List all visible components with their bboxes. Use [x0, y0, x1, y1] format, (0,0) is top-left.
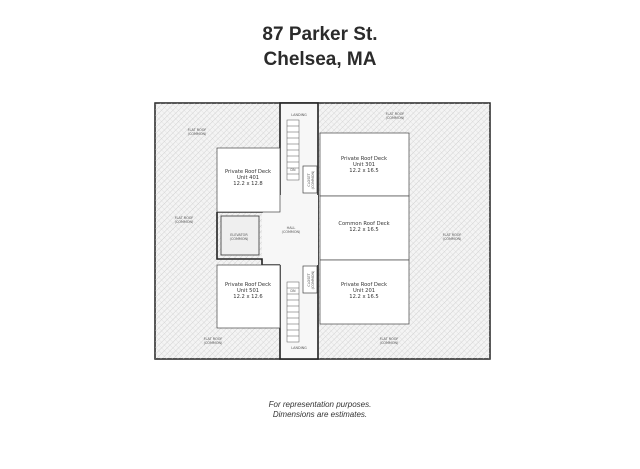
deck-unit301-dims: 12.2 x 16.5 [349, 168, 378, 174]
deck-unit501-dims: 12.2 x 12.6 [233, 294, 262, 300]
plan-label-line: FLAT ROOF [175, 216, 194, 220]
plan-label-line: CLOSET [307, 172, 311, 186]
deck-unit401-name: Private Roof Deck [225, 169, 271, 175]
dn-bottom-label: DN [290, 289, 296, 293]
elevator-label: ELEVATOR(COMMON) [230, 233, 249, 241]
plan-label-line: (COMMON) [188, 132, 207, 136]
deck-unit501 [216, 264, 281, 329]
closet-bottom [302, 265, 318, 294]
roof-label-ne: FLAT ROOF(COMMON) [386, 112, 405, 120]
stairs-bottom [286, 281, 300, 343]
plan-label-line: (COMMON) [443, 237, 462, 241]
plan-label-line: (COMMON) [386, 116, 405, 120]
landing-bottom-label: LANDING [291, 346, 307, 350]
roof-label-nw: FLAT ROOF(COMMON) [188, 128, 207, 136]
plan-label-line: FLAT ROOF [188, 128, 207, 132]
deck-unit201-dims: 12.2 x 16.5 [349, 294, 378, 300]
address-city: Chelsea, MA [263, 49, 377, 70]
disclaimer-line-2: Dimensions are estimates. [272, 410, 368, 419]
deck-common [319, 195, 410, 261]
closet-top-label: CLOSET(COMMON) [307, 170, 315, 189]
deck-unit301-name: Private Roof Deck [341, 156, 387, 162]
closet-bottom-label: CLOSET(COMMON) [307, 270, 315, 289]
plan-label-line: CLOSET [307, 272, 311, 286]
plan-label-line: FLAT ROOF [204, 337, 223, 341]
deck-unit401-unit: Unit 401 [237, 175, 259, 181]
dn-top-label: DN [290, 168, 296, 172]
plan-label-line: FLAT ROOF [386, 112, 405, 116]
plan-label-line: (COMMON) [311, 270, 315, 289]
hall-label: HALL(COMMON) [282, 226, 301, 234]
plan-label-line: (COMMON) [230, 237, 249, 241]
plan-label-line: ELEVATOR [230, 233, 248, 237]
deck-unit501-name: Private Roof Deck [225, 282, 271, 288]
roof-label-sw: FLAT ROOF(COMMON) [204, 337, 223, 345]
roof-label-se: FLAT ROOF(COMMON) [380, 337, 399, 345]
plan-label-line: (COMMON) [175, 220, 194, 224]
plan-label-line: FLAT ROOF [443, 233, 462, 237]
address-street: 87 Parker St. [262, 24, 378, 45]
deck-common-dims: 12.2 x 16.5 [349, 227, 378, 233]
disclaimer-line-1: For representation purposes. [268, 400, 372, 409]
deck-unit201-name: Private Roof Deck [341, 282, 387, 288]
deck-unit301 [319, 132, 410, 197]
deck-unit401 [216, 147, 281, 213]
plan-label-line: (COMMON) [204, 341, 223, 345]
deck-unit401-dims: 12.2 x 12.8 [233, 181, 262, 187]
plan-label-line: (COMMON) [380, 341, 399, 345]
deck-unit201 [319, 259, 410, 325]
plan-label-line: (COMMON) [282, 230, 301, 234]
closet-top [302, 165, 318, 194]
plan-label-line: HALL [287, 226, 296, 230]
deck-unit301-unit: Unit 301 [353, 162, 375, 168]
roof-label-w: FLAT ROOF(COMMON) [175, 216, 194, 224]
closet-bottom-text: CLOSET(COMMON) [307, 270, 315, 289]
closet-top-text: CLOSET(COMMON) [307, 170, 315, 189]
landing-top-label: LANDING [291, 113, 307, 117]
deck-unit201-unit: Unit 201 [353, 288, 375, 294]
roof-label-e: FLAT ROOF(COMMON) [443, 233, 462, 241]
stairs-top [286, 119, 300, 181]
deck-unit501-unit: Unit 501 [237, 288, 259, 294]
plan-label-line: FLAT ROOF [380, 337, 399, 341]
deck-common-name: Common Roof Deck [338, 221, 389, 227]
plan-label-line: (COMMON) [311, 170, 315, 189]
elevator-room [220, 215, 260, 256]
